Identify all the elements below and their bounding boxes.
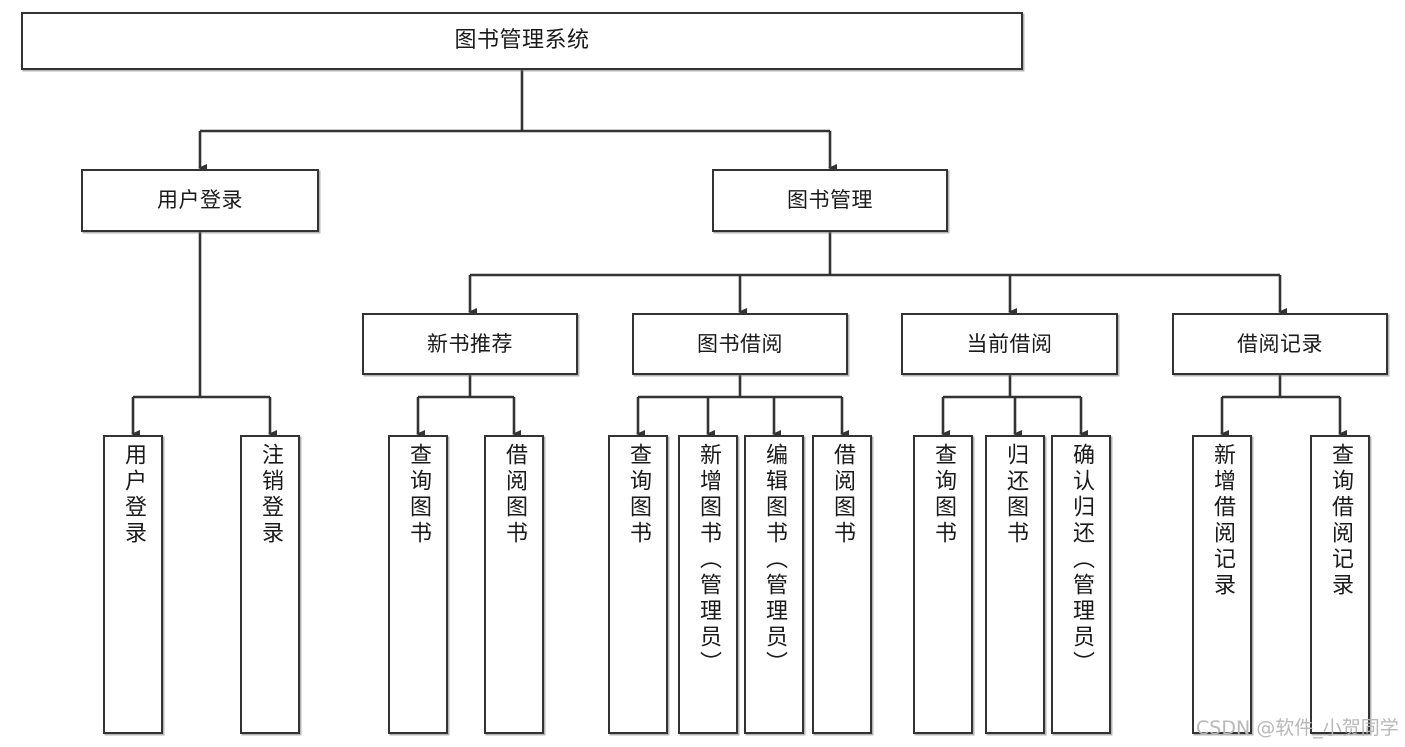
node-new_books[interactable]: 新书推荐: [362, 313, 578, 375]
node-leaf_edit_book[interactable]: 编辑图书（管理员）: [744, 435, 804, 734]
node-label-leaf_query_record: 查询借阅记录: [1328, 443, 1353, 599]
node-label-leaf_confirm_return: 确认归还（管理员）: [1069, 443, 1094, 677]
node-label-new_books: 新书推荐: [427, 331, 513, 356]
node-label-leaf_add_book: 新增图书（管理员）: [696, 443, 721, 677]
node-leaf_add_book[interactable]: 新增图书（管理员）: [678, 435, 738, 734]
node-label-leaf_query_book_3: 查询图书: [931, 443, 956, 547]
node-label-leaf_query_book_2: 查询图书: [626, 443, 651, 547]
node-label-current_borrow: 当前借阅: [966, 331, 1053, 356]
node-label-leaf_borrow_book_1: 借阅图书: [502, 443, 527, 547]
node-user_login[interactable]: 用户登录: [81, 169, 319, 232]
node-label-book_borrow: 图书借阅: [697, 331, 783, 356]
node-leaf_user_login[interactable]: 用户登录: [103, 435, 163, 734]
node-label-leaf_query_book_1: 查询图书: [406, 443, 431, 547]
node-leaf_user_logout[interactable]: 注销登录: [240, 435, 300, 734]
node-book_manage[interactable]: 图书管理: [712, 169, 948, 232]
node-leaf_confirm_return[interactable]: 确认归还（管理员）: [1051, 435, 1111, 734]
node-leaf_return_book[interactable]: 归还图书: [985, 435, 1045, 734]
node-leaf_query_book_3[interactable]: 查询图书: [913, 435, 973, 734]
node-leaf_borrow_book_1[interactable]: 借阅图书: [484, 435, 544, 734]
node-borrow_record[interactable]: 借阅记录: [1172, 313, 1388, 375]
node-label-borrow_record: 借阅记录: [1237, 331, 1323, 356]
node-root[interactable]: 图书管理系统: [21, 12, 1023, 70]
node-leaf_add_record[interactable]: 新增借阅记录: [1192, 435, 1252, 734]
watermark-text: CSDN @软件_小贺同学: [1196, 717, 1399, 739]
node-label-leaf_user_logout: 注销登录: [258, 443, 283, 547]
node-label-leaf_return_book: 归还图书: [1003, 443, 1028, 547]
node-label-leaf_add_record: 新增借阅记录: [1210, 443, 1235, 599]
node-label-root: 图书管理系统: [454, 28, 590, 54]
node-leaf_query_book_1[interactable]: 查询图书: [388, 435, 448, 734]
node-label-leaf_borrow_book_2: 借阅图书: [830, 443, 855, 547]
node-leaf_borrow_book_2[interactable]: 借阅图书: [812, 435, 872, 734]
node-current_borrow[interactable]: 当前借阅: [901, 313, 1118, 375]
node-leaf_query_record[interactable]: 查询借阅记录: [1310, 435, 1370, 734]
node-leaf_query_book_2[interactable]: 查询图书: [608, 435, 668, 734]
node-label-leaf_edit_book: 编辑图书（管理员）: [762, 443, 787, 677]
node-label-book_manage: 图书管理: [787, 188, 873, 213]
node-label-user_login: 用户登录: [157, 188, 243, 213]
node-label-leaf_user_login: 用户登录: [121, 443, 146, 547]
node-book_borrow[interactable]: 图书借阅: [632, 313, 848, 375]
